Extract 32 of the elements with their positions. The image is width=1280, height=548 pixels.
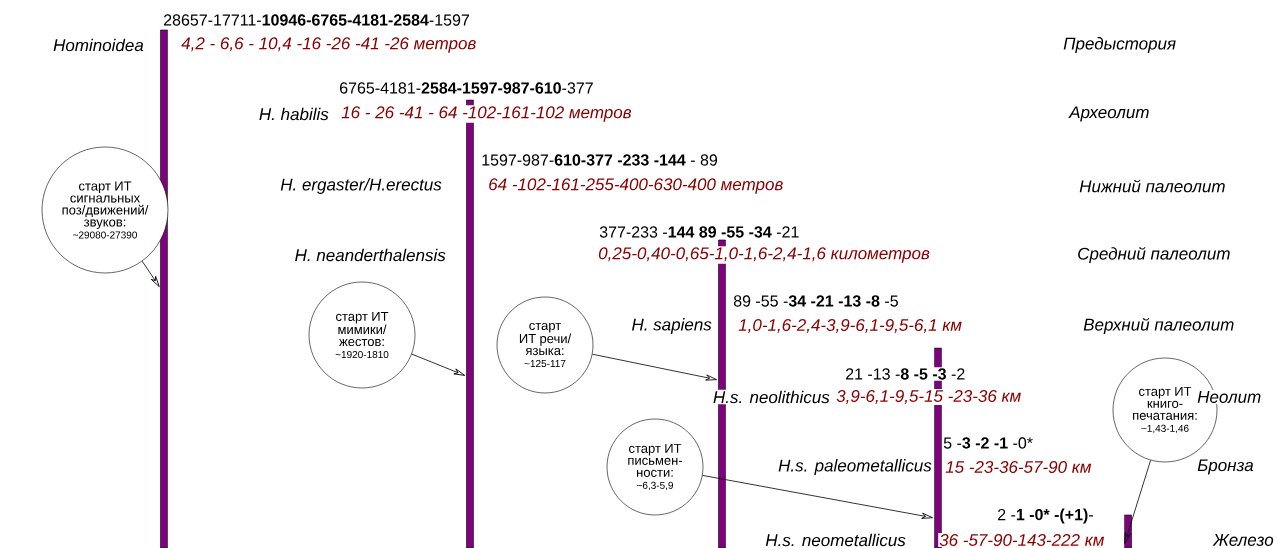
- number-sequence: 21 -13 -8 -5 -3 -2: [844, 367, 967, 381]
- species-name: H. ergaster/H.erectus: [279, 177, 443, 195]
- species-name: H.s. paleometallicus: [777, 458, 933, 476]
- period-name: Верхний палеолит: [1082, 316, 1236, 336]
- period-name: Нижний палеолит: [1078, 178, 1227, 194]
- period-name: Археолит: [1068, 105, 1151, 123]
- number-sequence: 2 -1 -0* -(+1)-: [996, 507, 1095, 525]
- callout-arrow: [592, 353, 717, 381]
- species-name: H. sapiens: [630, 317, 713, 335]
- period-name: Железо: [1212, 533, 1275, 547]
- callout-arrow: [411, 353, 466, 376]
- species-name: H.s. neometallicus: [764, 532, 907, 548]
- callout-arrow: [141, 260, 160, 288]
- distance-series: 1,0-1,6-2,4-3,9-6,1-9,5-6,1 км: [737, 317, 963, 334]
- timeline-bar: [1124, 514, 1132, 548]
- species-name: H.s. neolithicus: [711, 389, 831, 405]
- distance-series: 15 -23-36-57-90 км: [944, 459, 1093, 474]
- timeline-bar: [160, 29, 168, 548]
- distance-series: 4,2 - 6,6 - 10,4 -16 -26 -41 -26 метров: [180, 36, 478, 54]
- callout-arrow: [702, 475, 933, 519]
- period-name: Средний палеолит: [1076, 245, 1232, 265]
- distance-series: 64 -102-161-255-400-630-400 метров: [487, 177, 785, 195]
- distance-series: 16 - 26 -41 - 64 -102-161-102 метров: [340, 105, 633, 123]
- callout-arrow: [1124, 459, 1151, 544]
- period-name: Неолит: [1196, 390, 1263, 404]
- species-name: H. neanderthalensis: [293, 247, 447, 263]
- species-name: H. habilis: [257, 106, 330, 122]
- distance-series: 36 -57-90-143-222 км: [938, 532, 1106, 547]
- species-name: Hominoidea: [52, 37, 145, 53]
- distance-series: 3,9-6,1-9,5-15 -23-36 км: [835, 388, 1023, 405]
- period-name: Предыстория: [1062, 36, 1178, 54]
- distance-series: 0,25-0,40-0,65-1,0-1,6-2,4-1,6 километров: [597, 246, 931, 264]
